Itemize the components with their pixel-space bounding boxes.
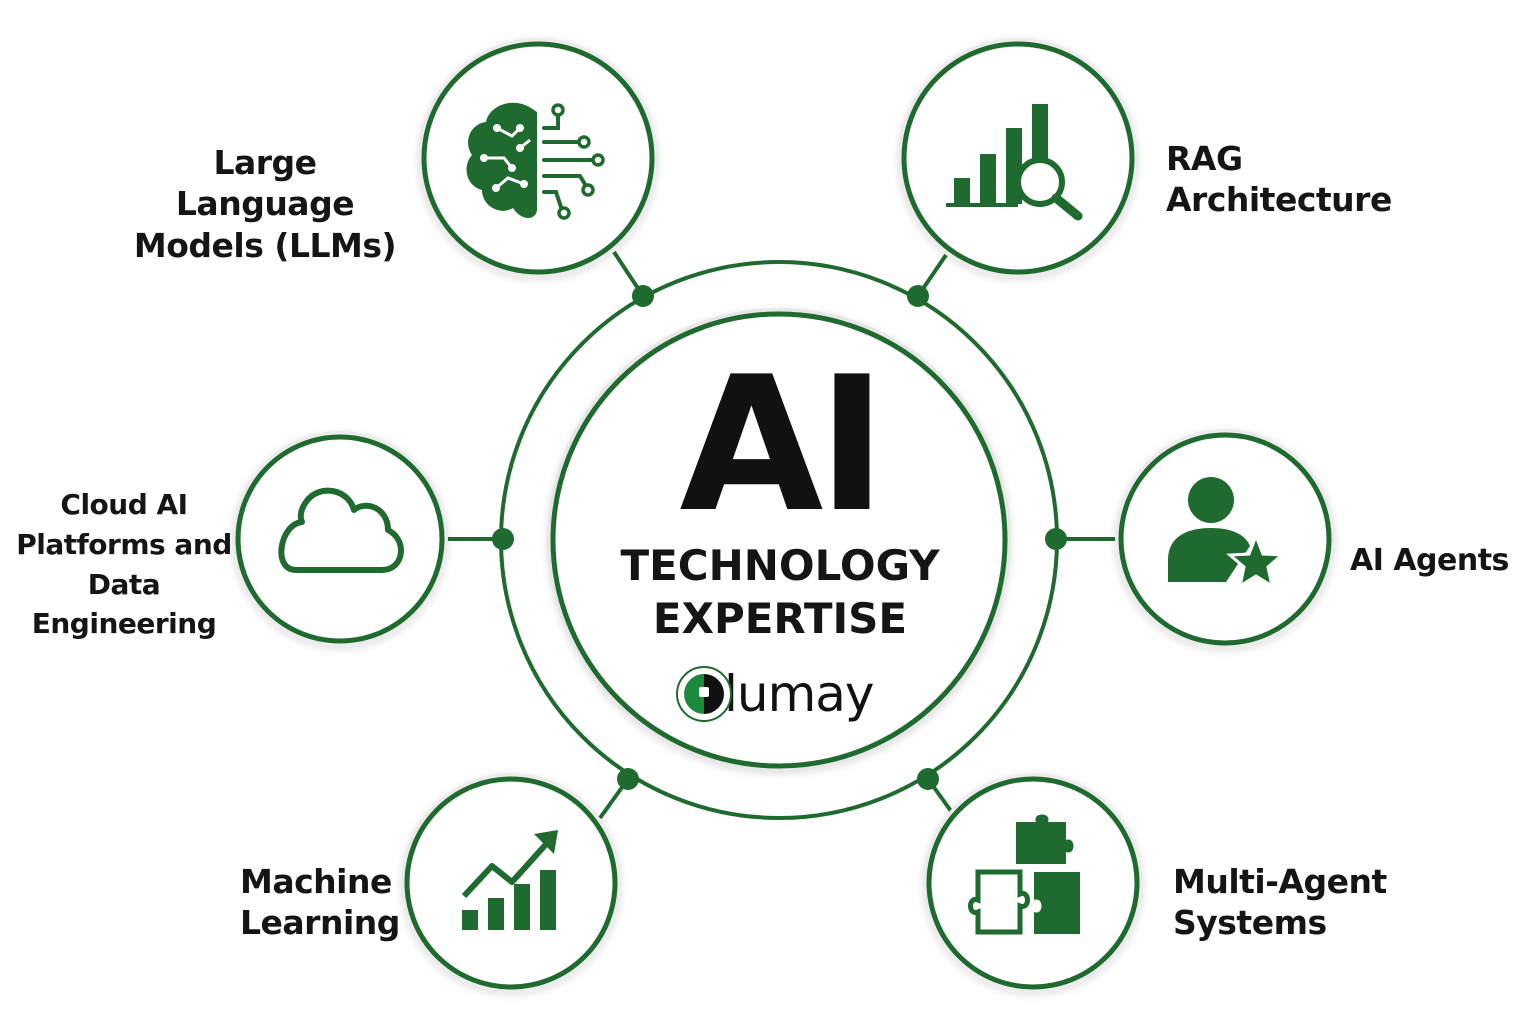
node-llm — [418, 38, 658, 278]
puzzle-pieces-icon — [968, 814, 1080, 935]
dot-rag — [907, 285, 929, 307]
label-llm-line1: Large Language — [175, 143, 355, 224]
center-subtitle-line2: EXPERTISE — [652, 593, 908, 643]
label-ml-line2: Learning — [240, 903, 400, 943]
cloud-icon — [278, 487, 404, 573]
dot-mas — [917, 768, 939, 790]
person-star-icon — [1168, 477, 1286, 590]
dot-cloud — [492, 528, 514, 550]
label-mas-line1: Multi-Agent — [1173, 862, 1387, 901]
node-cloud — [232, 431, 448, 647]
label-agents-line1: AI Agents — [1350, 543, 1509, 578]
label-rag-line2: Architecture — [1166, 180, 1392, 220]
dot-llm — [632, 285, 654, 307]
label-ml-line1: Machine — [240, 862, 392, 901]
label-rag-line1: RAG — [1166, 139, 1243, 178]
label-large-language-models: Large Language Models (LLMs) — [120, 142, 410, 266]
label-machine-learning: Machine Learning — [240, 861, 420, 944]
label-cloud-line2: Platforms and — [16, 527, 232, 561]
center-subtitle: TECHNOLOGY EXPERTISE — [560, 540, 1000, 645]
node-mas — [923, 773, 1143, 993]
brain-circuit-icon — [466, 102, 605, 220]
label-rag-architecture: RAG Architecture — [1166, 138, 1466, 221]
label-cloud-ai: Cloud AI Platforms and Data Engineering — [14, 485, 234, 644]
bar-chart-magnifier-icon — [946, 104, 1083, 221]
label-llm-line2: Models (LLMs) — [133, 225, 397, 265]
label-ai-agents: AI Agents — [1350, 542, 1530, 580]
center-hub — [550, 311, 1008, 769]
dot-ml — [617, 768, 639, 790]
label-cloud-line3: Data Engineering — [31, 567, 217, 641]
growth-chart-icon — [461, 830, 558, 930]
label-mas-line2: Systems — [1173, 903, 1327, 943]
label-cloud-line1: Cloud AI — [60, 488, 188, 521]
brand-logo-block: lumay — [676, 664, 875, 724]
label-multi-agent-systems: Multi-Agent Systems — [1173, 861, 1413, 944]
center-title: AI — [679, 336, 886, 553]
ring-dots — [492, 285, 1067, 790]
brand-name: lumay — [724, 665, 875, 723]
dot-agents — [1045, 528, 1067, 550]
brand-logo-icon — [676, 666, 732, 722]
center-subtitle-line1: TECHNOLOGY — [620, 541, 940, 590]
